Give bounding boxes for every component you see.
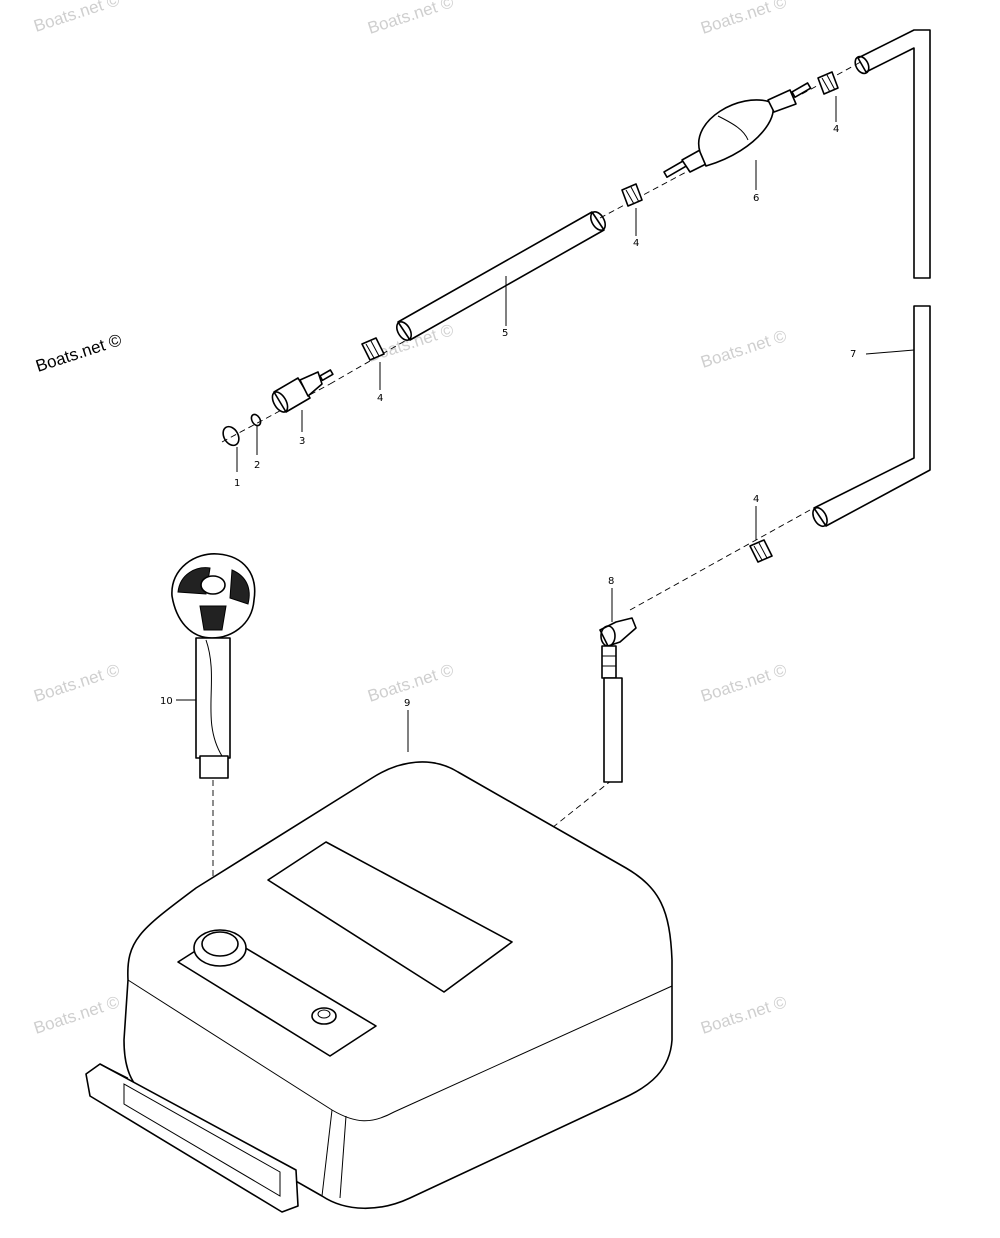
watermark: Boats.net ©: [31, 992, 122, 1038]
hose-clamp: [749, 539, 773, 563]
watermark: Boats.net ©: [698, 0, 789, 38]
watermark: Boats.net ©: [698, 992, 789, 1038]
callout-6: 6: [753, 193, 759, 204]
callout-numbers: 1 2 3 4 5 4 6 4 7 4 8 9 10: [160, 124, 856, 709]
callout-4: 4: [377, 393, 383, 404]
watermark: Boats.net ©: [698, 326, 789, 372]
callout-1: 1: [234, 478, 240, 489]
watermark: Boats.net ©: [365, 0, 456, 38]
leader-lines: [176, 96, 915, 752]
callout-9: 9: [404, 698, 410, 709]
callout-10: 10: [160, 696, 173, 707]
brand-label: Boats.net ©: [33, 330, 124, 376]
watermark: Boats.net ©: [31, 0, 122, 36]
callout-4: 4: [633, 238, 639, 249]
callout-8: 8: [608, 576, 614, 587]
fuel-tank: [85, 761, 673, 1213]
watermark: Boats.net ©: [698, 660, 789, 706]
fuel-hose: [395, 211, 607, 341]
connector: [271, 369, 334, 413]
callout-7: 7: [850, 349, 856, 360]
elbow-pickup: [599, 617, 637, 783]
callout-4: 4: [753, 494, 759, 505]
o-ring: [222, 425, 240, 447]
washer: [250, 413, 262, 427]
callout-3: 3: [299, 436, 305, 447]
callout-2: 2: [254, 460, 260, 471]
hose-clamp: [361, 337, 385, 361]
hose-clamp: [817, 71, 839, 95]
fuel-gauge-cap: [171, 553, 256, 779]
watermark: Boats.net ©: [365, 660, 456, 706]
primer-bulb: [663, 82, 812, 178]
callout-5: 5: [502, 328, 508, 339]
watermark: Boats.net ©: [31, 660, 122, 706]
fuel-line: [812, 29, 931, 528]
callout-4: 4: [833, 124, 839, 135]
hose-clamp: [621, 183, 643, 207]
